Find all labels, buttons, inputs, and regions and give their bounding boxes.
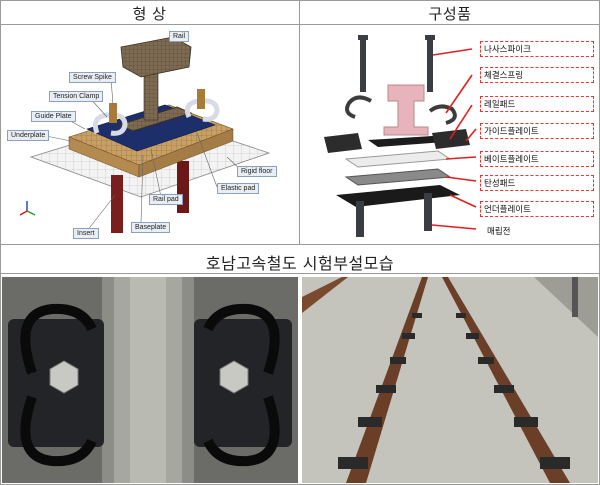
label-rail: Rail <box>169 31 190 42</box>
insert-part <box>424 193 432 231</box>
header-components: 구성품 <box>428 5 472 23</box>
insert-shape <box>177 161 189 213</box>
components-exploded-view: 나사스파이크 체결스프링 레일패드 가이드플레이트 베이트플레이트 탄성패드 언… <box>300 25 599 244</box>
outer-left-border <box>0 0 1 485</box>
insert-part <box>356 201 364 237</box>
track-photo-illustration <box>302 277 598 483</box>
label-rigid-floor: Rigid floor <box>237 166 277 177</box>
model-illustration <box>19 36 271 233</box>
rail-web <box>143 69 159 121</box>
label-screw-spike: Screw Spike <box>69 72 116 83</box>
tension-clamp-right <box>184 98 220 122</box>
label-underplate: Underplate <box>7 130 50 141</box>
label-guide-plate: Guide Plate <box>31 111 76 122</box>
label-tension-clamp: Tension Clamp <box>49 91 104 102</box>
rail-part <box>383 84 429 136</box>
fastener-closeup-photo <box>2 277 298 483</box>
header-shape: 형 상 <box>132 5 167 23</box>
label-insert: Insert <box>73 228 99 239</box>
baseplate-part <box>344 150 452 168</box>
tension-clamp-left <box>92 112 128 136</box>
row-divider <box>0 244 600 245</box>
column-divider <box>299 0 300 244</box>
label-rail-pad: Rail pad <box>149 194 183 205</box>
rail-head <box>120 36 192 78</box>
components-illustration <box>324 35 477 237</box>
label-insert-kr: 매립전 <box>484 224 514 238</box>
label-elastic-pad: Elastic pad <box>217 183 260 194</box>
closeup-photo-illustration <box>2 277 298 483</box>
spring-part-left <box>345 95 372 119</box>
screw-spike-shape <box>109 103 117 123</box>
underplate-part <box>336 185 460 207</box>
label-fastening-spring-kr: 체결스프링 <box>480 67 594 83</box>
guide-plate-right <box>432 129 470 149</box>
screw-spike-parts <box>358 35 435 92</box>
label-screw-spike-kr: 나사스파이크 <box>480 41 594 57</box>
row-divider-2 <box>0 273 600 274</box>
spring-part-right <box>428 104 457 125</box>
header-divider <box>0 24 600 25</box>
label-rail-pad-kr: 레일패드 <box>480 96 594 112</box>
component-leaders <box>431 48 477 230</box>
screw-spike-shape <box>197 89 205 109</box>
test-track-photo <box>302 277 598 483</box>
label-baseplate: Baseplate <box>131 222 171 233</box>
guide-plate-left <box>324 133 362 153</box>
label-underplate-kr: 언더플레이트 <box>480 201 594 217</box>
baseplate-shape <box>86 104 216 152</box>
fastener-3d-model: Rail Screw Spike Tension Clamp Guide Pla… <box>1 25 299 244</box>
label-guide-plate-kr: 가이드플레이트 <box>480 123 594 139</box>
label-elastic-pad-kr: 탄성패드 <box>480 175 594 191</box>
axis-triad-icon <box>19 201 36 216</box>
insert-shape <box>111 175 123 233</box>
label-base-plate-kr: 베이트플레이트 <box>480 151 594 167</box>
elastic-pad-part <box>344 168 452 186</box>
header-photos: 호남고속철도 시험부설모습 <box>205 254 395 273</box>
outer-top-border <box>0 0 600 1</box>
